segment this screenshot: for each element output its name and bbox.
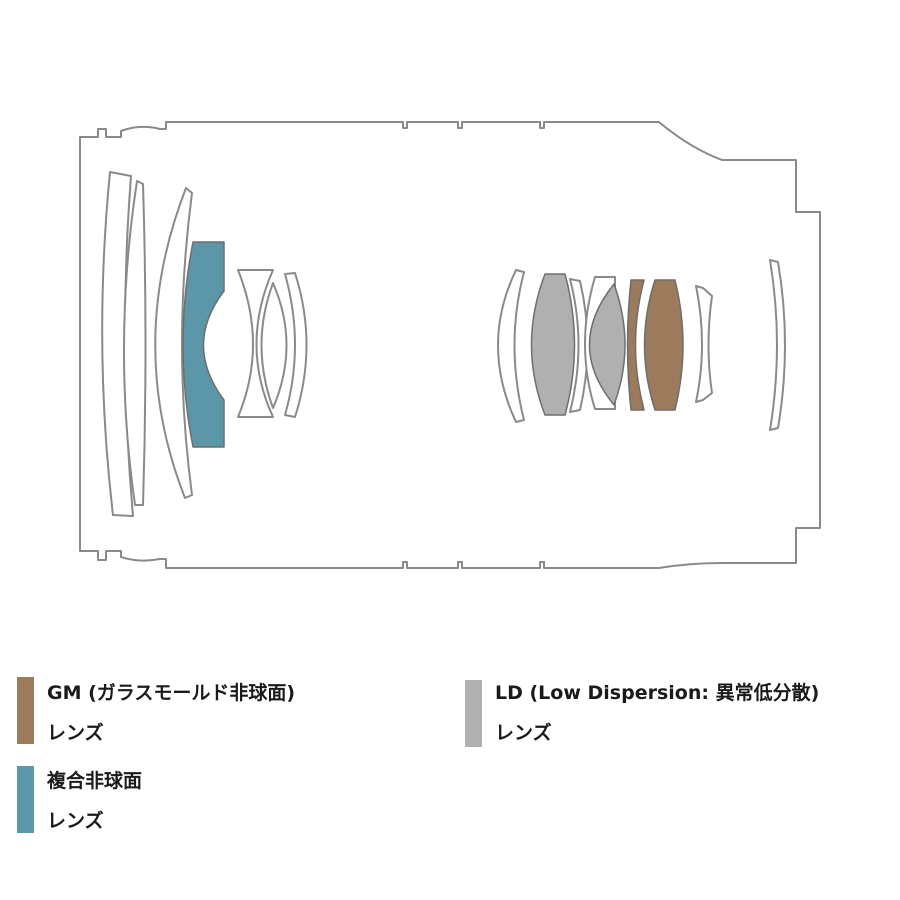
lens-element-front-3	[154, 187, 193, 499]
hybrid-aspherical-lens	[182, 241, 225, 448]
legend-label-hybrid-line1: 複合非球面	[47, 770, 143, 792]
legend-swatch-ld	[465, 680, 482, 747]
gm-lens-1	[626, 279, 645, 411]
ld-lens-1	[530, 273, 576, 416]
lens-diagram	[79, 121, 821, 569]
lens-element-front-6	[284, 272, 308, 418]
legend-label-gm-line2: レンズ	[47, 722, 104, 744]
ld-lens-2	[588, 283, 626, 406]
legend-label-ld-line2: レンズ	[495, 722, 552, 744]
legend-swatch-gm	[17, 677, 34, 744]
lens-element-rear-5	[769, 259, 786, 431]
lens-element-rear-2	[569, 278, 589, 413]
legend-label-hybrid-line2: レンズ	[47, 810, 104, 832]
lens-element-front-5	[260, 282, 288, 409]
legend-swatch-hybrid	[17, 766, 34, 833]
lens-element-front-2	[122, 180, 147, 506]
legend-label-ld-line1: LD (Low Dispersion: 異常低分散)	[495, 682, 820, 704]
gm-lens-2	[643, 279, 684, 411]
lens-barrel-outline	[79, 121, 821, 569]
legend-label-gm-line1: GM (ガラスモールド非球面)	[47, 682, 296, 704]
lens-element-rear-4	[695, 285, 713, 403]
lens-element-front-4	[237, 269, 274, 418]
lens-element-rear-1	[497, 269, 525, 423]
